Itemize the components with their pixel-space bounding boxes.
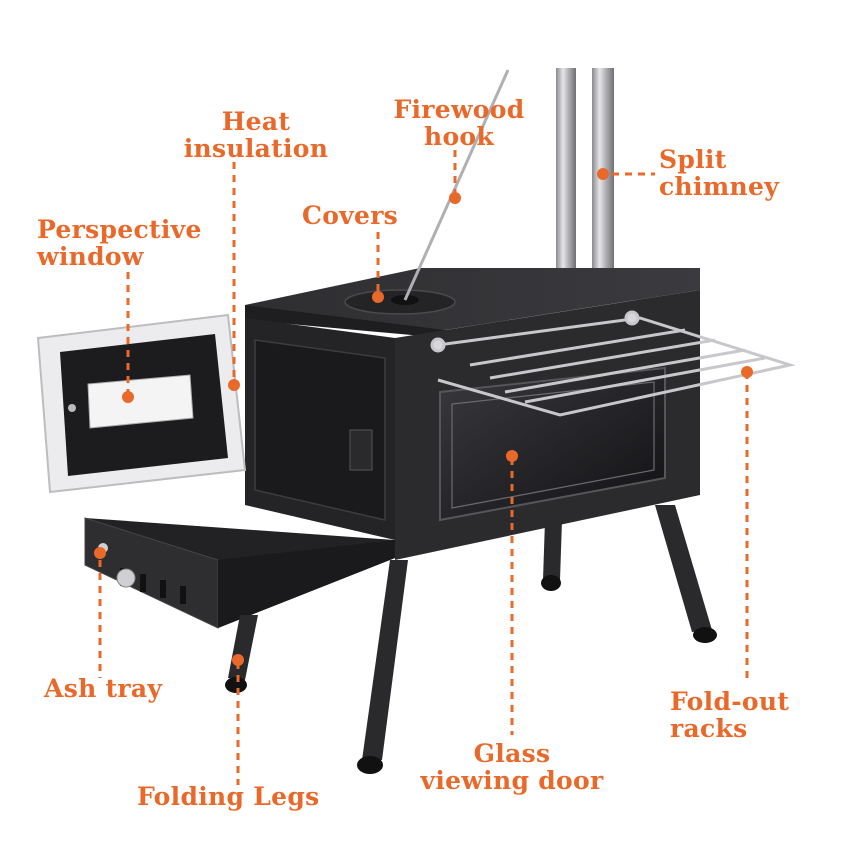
firewood-hook-rod xyxy=(403,69,510,301)
fold-out-rack xyxy=(430,310,796,417)
label-fold-out-racks: Fold-out racks xyxy=(670,687,790,743)
label-heat-insulation: Heat insulation xyxy=(183,107,329,163)
label-perspective-window: Perspective window xyxy=(37,215,202,271)
label-ash-tray: Ash tray xyxy=(44,674,163,703)
ash-tray xyxy=(84,517,395,629)
label-split-chimney: Split chimney xyxy=(659,145,780,201)
split-chimney-pipes xyxy=(540,68,620,287)
label-firewood-hook: Firewood hook xyxy=(393,95,525,151)
stove-top xyxy=(245,268,700,338)
callout-lines xyxy=(98,150,749,785)
callout-markers xyxy=(94,168,753,666)
label-folding-legs: Folding Legs xyxy=(137,782,320,811)
perspective-window-door xyxy=(36,313,247,494)
label-covers: Covers xyxy=(302,201,399,230)
folding-legs xyxy=(225,505,717,774)
label-glass-viewing-door: Glass viewing door xyxy=(420,739,604,795)
